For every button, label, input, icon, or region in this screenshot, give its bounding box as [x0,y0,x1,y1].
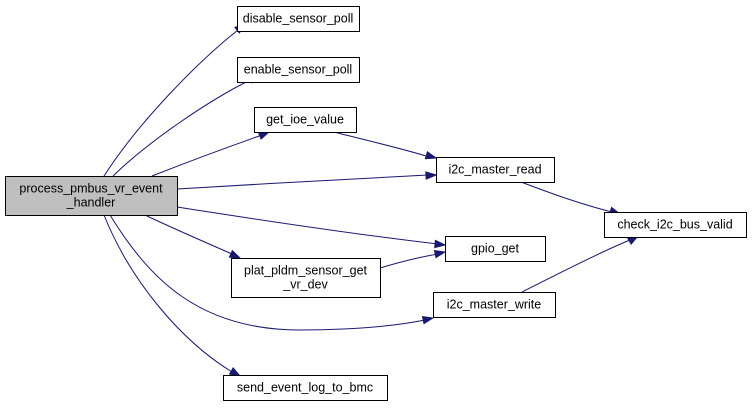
edge-root-to-enable [112,74,261,177]
edge-line [112,79,251,177]
edge-root-to-disable [103,23,247,177]
node-root[interactable]: process_pmbus_vr_event_handler [5,176,178,216]
node-label-line: _vr_dev [282,278,328,292]
edge-root-to-send [103,214,242,377]
node-label-line: plat_pldm_sensor_get [244,264,368,278]
node-send[interactable]: send_event_log_to_bmc [223,375,388,401]
node-ioe[interactable]: get_ioe_value [254,107,357,133]
node-box[interactable] [231,258,381,298]
node-plat[interactable]: plat_pldm_sensor_get_vr_dev [231,258,381,298]
node-label-line: enable_sensor_poll [244,63,352,77]
node-box[interactable] [445,236,546,262]
node-enable[interactable]: enable_sensor_poll [237,57,360,83]
edge-line [144,214,233,255]
edge-root-to-gpio [176,206,447,249]
edge-line [379,253,439,269]
edge-line [520,181,613,213]
node-label-line: gpio_get [471,242,519,256]
arrowhead-icon [425,171,438,180]
node-label-line: get_ioe_value [266,113,344,127]
node-write[interactable]: i2c_master_write [433,292,556,318]
edge-line [109,214,426,331]
edges-layer [103,23,640,377]
edge-line [521,239,631,293]
node-read[interactable]: i2c_master_read [436,157,555,183]
node-box[interactable] [237,57,360,83]
edge-plat-to-gpio [379,249,447,269]
edge-line [103,29,239,177]
node-box[interactable] [604,212,747,238]
node-box[interactable] [433,292,556,318]
node-box[interactable] [223,375,388,401]
nodes-layer: process_pmbus_vr_event_handler disable_se… [5,6,747,401]
node-label-line: _handler [66,196,116,210]
arrowhead-icon [433,249,447,259]
node-box[interactable] [254,107,357,133]
edge-root-to-write [109,214,435,331]
node-box[interactable] [5,176,178,216]
edge-ioe-to-read [333,131,438,160]
arrowhead-icon [424,150,438,160]
node-box[interactable] [237,6,360,32]
edge-root-to-read [176,171,438,190]
node-disable[interactable]: disable_sensor_poll [237,6,360,32]
node-label-line: process_pmbus_vr_event [19,182,163,196]
node-label-line: send_event_log_to_bmc [237,381,373,395]
node-check[interactable]: check_i2c_bus_valid [604,212,747,238]
edge-line [103,214,233,373]
arrowhead-icon [421,315,435,325]
edge-line [333,131,427,157]
arrowhead-icon [228,249,242,259]
edge-read-to-check [520,181,622,215]
edge-line [176,206,439,245]
node-label-line: disable_sensor_poll [243,12,354,26]
node-box[interactable] [436,157,555,183]
node-label-line: i2c_master_write [447,298,542,312]
edge-line [151,134,263,177]
edge-root-to-plat [144,214,242,259]
edge-root-to-ioe [151,131,271,177]
arrowhead-icon [257,131,271,140]
node-label-line: check_i2c_bus_valid [617,218,732,232]
arrowhead-icon [434,239,447,249]
arrowhead-icon [228,367,242,377]
node-gpio[interactable]: gpio_get [445,236,546,262]
edge-line [176,174,429,190]
node-label-line: i2c_master_read [448,163,541,177]
